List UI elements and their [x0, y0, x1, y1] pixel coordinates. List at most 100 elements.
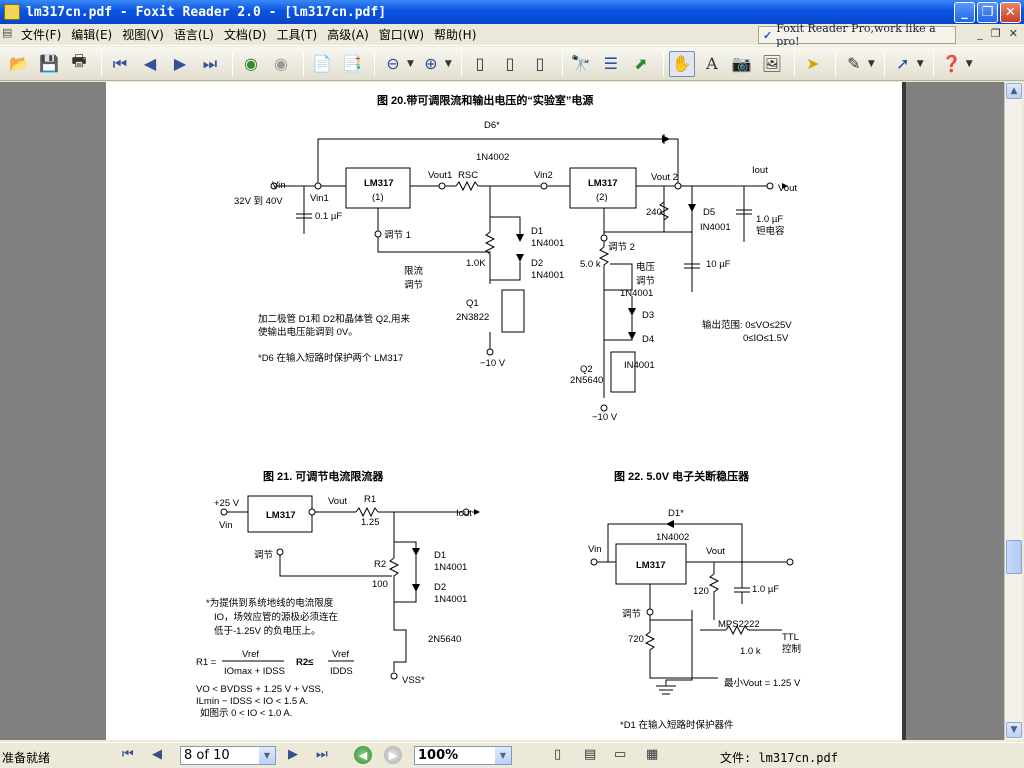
next-page-nav-icon[interactable]: ▶ [288, 747, 298, 762]
bookmark-icon[interactable]: ☰ [603, 54, 619, 73]
zoom-in-dropdown-icon[interactable]: ▼ [444, 58, 452, 69]
snapshot-icon[interactable]: 📷 [731, 54, 752, 73]
zoom-out-icon[interactable]: ⊖ [386, 54, 400, 73]
fig21-note: IO，场效应管的源极必须连在 [214, 611, 338, 623]
vertical-scrollbar[interactable]: ▲ ▼ [1004, 82, 1022, 740]
close-button[interactable]: ✕ [1000, 2, 1021, 23]
mdi-close-button[interactable]: ✕ [1008, 27, 1018, 40]
open-icon[interactable]: 📂 [9, 54, 29, 73]
foxit-pro-icon: ✓ [763, 28, 773, 42]
continuous-icon[interactable]: ▯ [505, 54, 515, 73]
fig20-label: IN4001 [624, 360, 655, 371]
forward-icon[interactable]: ◉ [274, 54, 288, 73]
fig21-label: D2 [434, 582, 446, 593]
fig22-label: TTL [782, 632, 799, 643]
fig21-label: VSS* [402, 675, 425, 686]
fit-icon[interactable]: ⬈ [634, 54, 648, 73]
menu-edit[interactable]: 编辑(E) [71, 27, 113, 42]
fig21-label: Iout [456, 508, 472, 519]
menu-file[interactable]: 文件(F) [21, 27, 62, 42]
forward-nav-icon[interactable]: ▶ [384, 746, 402, 764]
facing-view-icon[interactable]: ▭ [614, 747, 627, 762]
menu-window[interactable]: 窗口(W) [378, 27, 424, 42]
last-page-icon[interactable]: ⏭ [202, 53, 218, 73]
fig21-label: D1 [434, 550, 446, 561]
fig20-label: D5 [703, 207, 715, 218]
find-icon[interactable]: 🔭 [570, 54, 591, 73]
annotation-dropdown-icon[interactable]: ▼ [867, 58, 875, 69]
fig22-label: Vin [588, 544, 602, 555]
fig20-label: Q1 [466, 298, 479, 309]
back-nav-icon[interactable]: ◀ [354, 746, 372, 764]
menu-help[interactable]: 帮助(H) [434, 27, 477, 42]
select-tool-icon[interactable]: ➤ [806, 54, 820, 73]
minimize-button[interactable]: _ [954, 2, 975, 23]
fig20-label: 1N4001 [620, 288, 653, 299]
page-content-svg: 图 20.带可调限流和输出电压的“实验室”电源 D6* 1N4002 Vin 3… [196, 93, 801, 731]
zoom-out-dropdown-icon[interactable]: ▼ [407, 58, 414, 69]
fig22-label: 最小Vout = 1.25 V [724, 678, 801, 689]
document-view[interactable]: 图 20.带可调限流和输出电压的“实验室”电源 D6* 1N4002 Vin 3… [0, 82, 1004, 740]
typewriter-dropdown-icon[interactable]: ▼ [916, 58, 924, 69]
pdf-page: 图 20.带可调限流和输出电压的“实验室”电源 D6* 1N4002 Vin 3… [106, 82, 902, 740]
fig20-label: LM317 [588, 178, 618, 189]
text-select-icon[interactable]: A [706, 54, 718, 73]
zoom-field[interactable]: 100% ▼ [414, 746, 512, 765]
single-page-icon[interactable]: ▯ [475, 54, 485, 73]
print-icon[interactable]: 🖶 [71, 51, 87, 70]
mdi-minimize-button[interactable]: _ [977, 27, 983, 40]
continuous-view-icon[interactable]: ▤ [584, 747, 597, 762]
scroll-thumb[interactable] [1006, 540, 1022, 574]
annotation-icon[interactable]: ✎ [847, 54, 861, 73]
page-dropdown-icon[interactable]: ▼ [259, 747, 275, 764]
fig20-label: 1.0K [466, 258, 486, 269]
fig21-label: R1 [364, 494, 376, 505]
page-number-field[interactable]: 8 of 10 ▼ [180, 746, 276, 765]
menu-tools[interactable]: 工具(T) [276, 27, 318, 42]
fig20-label: 5.0 k [580, 259, 601, 270]
zoom-in-icon[interactable]: ⊕ [424, 54, 438, 73]
fig21-eq: R2≤ [296, 657, 313, 668]
menu-language[interactable]: 语言(L) [173, 27, 214, 42]
fig20-label: Vin [272, 180, 286, 191]
fig20-label: D3 [642, 310, 654, 321]
mdi-restore-button[interactable]: ❐ [990, 27, 1001, 40]
first-page-icon[interactable]: ⏮ [112, 53, 128, 73]
fig20-label: Vin1 [310, 193, 329, 204]
fig21-cond: ILmin − IDSS < IO < 1.5 A. [196, 696, 308, 707]
prev-page-nav-icon[interactable]: ◀ [152, 747, 162, 762]
next-page-icon[interactable]: ▶ [173, 54, 187, 73]
help-dropdown-icon[interactable]: ▼ [965, 58, 973, 69]
facing-icon[interactable]: ▯ [535, 54, 545, 73]
help-icon[interactable]: ❓ [941, 54, 962, 73]
last-page-nav-icon[interactable]: ⏭ [316, 747, 328, 762]
menu-document[interactable]: 文档(D) [223, 27, 267, 42]
continuous-facing-view-icon[interactable]: ▦ [646, 747, 659, 762]
scroll-up-icon[interactable]: ▲ [1006, 83, 1022, 99]
single-page-view-icon[interactable]: ▯ [554, 747, 562, 762]
menu-view[interactable]: 视图(V) [122, 27, 164, 42]
save-icon[interactable]: 💾 [39, 54, 59, 73]
fig22-label: 120 [693, 586, 709, 597]
toolbar: 📂 💾 🖶 ⏮ ◀ ▶ ⏭ ◉ ◉ 📄 📑 ⊖▼ ⊕▼ ▯ ▯ ▯ 🔭 ☰ ⬈ … [0, 47, 1024, 81]
fig20-label: (2) [596, 192, 608, 203]
fig20-label: 2N3822 [456, 312, 489, 323]
restore-button[interactable]: ❐ [977, 2, 998, 23]
fig20-title: 图 20.带可调限流和输出电压的“实验室”电源 [377, 93, 593, 107]
prev-page-icon[interactable]: ◀ [143, 54, 157, 73]
typewriter-icon[interactable]: ➚ [896, 54, 910, 73]
promo-text: Foxit Reader Pro,work like a pro! [776, 22, 936, 48]
fig21-label: 1N4001 [434, 562, 467, 573]
promo-banner[interactable]: ✓ Foxit Reader Pro,work like a pro! [758, 22, 956, 48]
back-icon[interactable]: ◉ [244, 54, 258, 73]
fig21-label: +25 V [214, 498, 240, 509]
image-icon[interactable]: 🖼 [761, 54, 782, 73]
insert-page-icon[interactable]: 📄 [312, 54, 332, 73]
menu-advanced[interactable]: 高级(A) [327, 27, 369, 42]
zoom-dropdown-icon[interactable]: ▼ [495, 747, 511, 764]
scroll-down-icon[interactable]: ▼ [1006, 722, 1022, 738]
hand-tool-icon[interactable]: ✋ [668, 50, 695, 77]
first-page-nav-icon[interactable]: ⏮ [122, 747, 134, 762]
extract-page-icon[interactable]: 📑 [342, 54, 362, 73]
fig21-eq: Vref [242, 649, 259, 660]
